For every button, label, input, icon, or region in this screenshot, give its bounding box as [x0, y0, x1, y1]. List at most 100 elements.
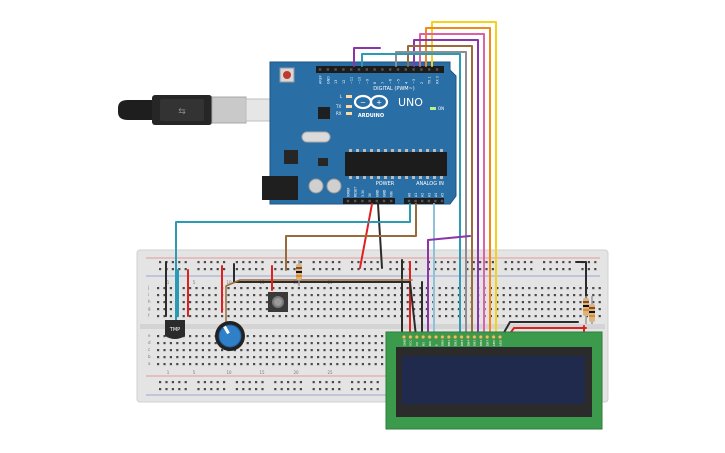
digital-pin-label: 13 — [334, 80, 338, 84]
lcd-pin-label: RS — [422, 342, 426, 346]
crystal — [301, 131, 331, 143]
column-number: 1 — [167, 370, 170, 375]
digital-pin-label: RX 0 — [436, 76, 440, 84]
lcd-pin-label: DB6 — [479, 340, 483, 346]
temperature-sensor[interactable]: TMP — [165, 320, 185, 339]
digital-pin-label: GND — [326, 76, 330, 84]
analog-pin-label: A0 — [408, 193, 412, 197]
digital-pin-label: 12 — [342, 80, 346, 84]
wire-black-right — [575, 261, 587, 301]
pushbutton-icon[interactable] — [268, 292, 288, 312]
wire-gray-top — [395, 51, 467, 337]
column-number: 15 — [259, 370, 265, 375]
rx-label: RX — [336, 111, 342, 116]
lcd-pin-label: LED — [492, 339, 496, 346]
row-letter: a — [148, 361, 151, 366]
lcd-screen — [402, 356, 585, 404]
wire-purple-d12 — [353, 47, 381, 67]
lcd-pin-label: DB2 — [454, 340, 458, 346]
lcd-pin-label: V0 — [415, 342, 419, 346]
power-pin-label: GND — [375, 189, 379, 197]
wire-teal-top — [361, 53, 461, 337]
digital-pin-label: 8 — [373, 82, 377, 84]
column-number: 20 — [293, 370, 299, 375]
power-pin-label: VIN — [390, 191, 394, 197]
wire-teal-a0 — [175, 203, 411, 337]
reset-button-icon[interactable] — [279, 67, 295, 83]
digital-pin-label: ~6 — [389, 79, 393, 84]
column-number: 10 — [226, 280, 232, 285]
lcd-pin-label: VCC — [409, 340, 413, 346]
l-label: L — [340, 94, 343, 99]
analog-pin-label: A4 — [434, 193, 438, 197]
digital-pin-label: ~3 — [412, 79, 416, 84]
lcd-pin-label: DB1 — [447, 340, 451, 346]
wire-pink — [419, 33, 485, 337]
row-letter: i — [148, 292, 149, 297]
resistor-right-1 — [583, 296, 589, 324]
l-led — [346, 95, 352, 98]
digital-header — [316, 66, 444, 73]
column-number: 1 — [167, 280, 170, 285]
wire-black-right2 — [501, 321, 579, 337]
analog-pin-label: A5 — [441, 193, 445, 197]
usb-chip — [318, 107, 330, 119]
lcd-pin-label: DB3 — [460, 340, 464, 346]
brand-label: ARDUINO — [358, 113, 384, 119]
power-pin-label: 3.3V — [361, 189, 365, 197]
arduino-infinity-logo-icon: − + — [353, 94, 389, 110]
voltage-regulator — [284, 150, 298, 164]
analog-label: ANALOG IN — [416, 181, 444, 187]
usb-cable-icon: ⇆ — [118, 95, 273, 125]
on-label: ON — [438, 106, 444, 111]
row-letter: b — [148, 354, 151, 359]
power-pin-label: GND — [383, 189, 387, 197]
lcd-pin-label: DB4 — [466, 340, 470, 346]
power-pin-label: 5V — [368, 192, 372, 197]
row-letter: h — [148, 299, 151, 304]
power-label: POWER — [376, 181, 395, 187]
lcd-pin-label: DB7 — [486, 340, 490, 346]
wire-brown-top — [407, 45, 473, 337]
power-pin-label: RESET — [354, 187, 358, 197]
analog-pin-label: A2 — [421, 193, 425, 197]
digital-pin-label: ~5 — [397, 79, 401, 84]
wire-brown-a1 — [285, 203, 417, 271]
analog-pin-label: A3 — [427, 193, 431, 197]
digital-pin-label: 7 — [381, 82, 385, 84]
on-led — [430, 107, 436, 110]
microcontroller-chip — [345, 152, 447, 176]
lcd-pin-label: LED — [498, 339, 502, 346]
lcd-pin-label: GND — [402, 338, 406, 346]
svg-text:⇆: ⇆ — [178, 107, 186, 117]
potentiometer-icon[interactable] — [215, 321, 245, 351]
column-number: 5 — [193, 370, 196, 375]
wire-purple-bb — [427, 235, 471, 337]
capacitor-1 — [308, 178, 324, 194]
lcd-pin-label: RW — [428, 341, 432, 346]
power-pin-label: IOREF — [347, 187, 351, 197]
column-number: 25 — [327, 370, 333, 375]
resistor-right-2 — [589, 296, 595, 324]
svg-text:−: − — [360, 99, 366, 107]
tx-led — [346, 105, 352, 108]
lcd-pin-label: E — [434, 344, 438, 346]
tx-label: TX — [335, 104, 341, 109]
analog-header — [404, 198, 444, 204]
wire-brown-rail — [225, 279, 413, 337]
digital-label: DIGITAL (PWM~) — [373, 86, 415, 92]
analog-pin-label: A1 — [414, 193, 418, 197]
row-letter: j — [147, 285, 149, 290]
digital-pin-label: 2 — [420, 82, 424, 84]
digital-pin-label: TX 1 — [428, 76, 432, 85]
tmp-label: TMP — [169, 327, 180, 333]
row-letter: f — [148, 313, 150, 318]
digital-pin-label: 4 — [404, 82, 408, 84]
